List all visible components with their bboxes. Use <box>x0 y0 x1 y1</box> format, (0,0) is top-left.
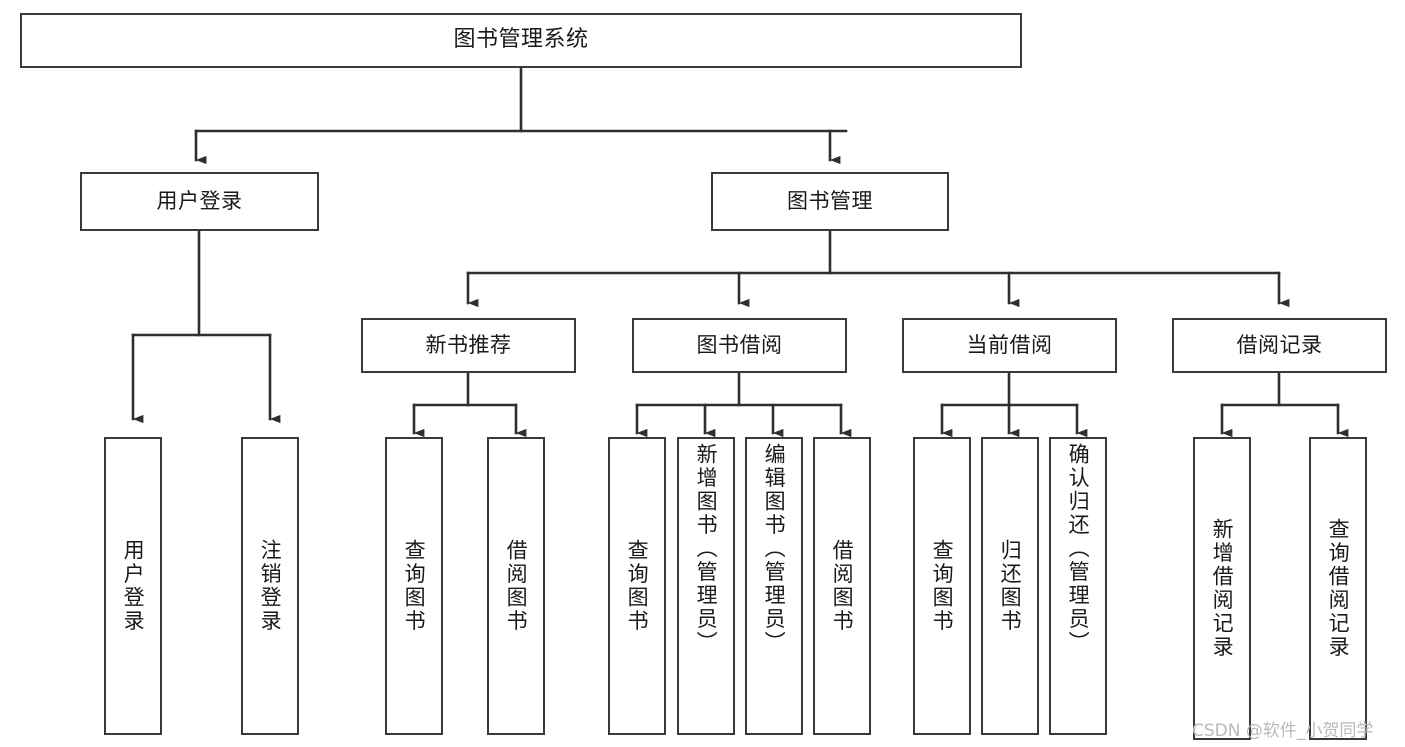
node-book-borrow-label: 图书借阅 <box>696 332 783 357</box>
node-borrow-records-label: 借阅记录 <box>1236 332 1323 357</box>
node-leaf-newbook-borrow-label: 借阅图书 <box>504 539 529 633</box>
node-leaf-borrow-borrow[interactable]: 借阅图书 <box>813 437 871 735</box>
node-leaf-borrow-add[interactable]: 新增图书（管理员） <box>677 437 735 735</box>
node-current-borrow-label: 当前借阅 <box>966 332 1053 357</box>
node-leaf-borrow-edit-label: 编辑图书（管理员） <box>762 443 787 655</box>
node-leaf-current-confirm[interactable]: 确认归还（管理员） <box>1049 437 1107 735</box>
node-leaf-user-logout-label: 注销登录 <box>258 539 283 633</box>
node-leaf-current-query-label: 查询图书 <box>930 539 955 633</box>
node-leaf-borrow-add-label: 新增图书（管理员） <box>694 443 719 655</box>
node-new-book-recommend-label: 新书推荐 <box>425 332 512 357</box>
node-leaf-newbook-query[interactable]: 查询图书 <box>385 437 443 735</box>
node-leaf-current-confirm-label: 确认归还（管理员） <box>1066 443 1091 655</box>
node-leaf-current-query[interactable]: 查询图书 <box>913 437 971 735</box>
node-book-borrow[interactable]: 图书借阅 <box>632 318 847 373</box>
node-leaf-record-query[interactable]: 查询借阅记录 <box>1309 437 1367 740</box>
node-leaf-current-return-label: 归还图书 <box>998 539 1023 633</box>
node-user-login[interactable]: 用户登录 <box>80 172 319 231</box>
node-leaf-newbook-borrow[interactable]: 借阅图书 <box>487 437 545 735</box>
node-leaf-record-add[interactable]: 新增借阅记录 <box>1193 437 1251 740</box>
node-root-label: 图书管理系统 <box>453 27 589 53</box>
node-leaf-record-query-label: 查询借阅记录 <box>1326 518 1351 659</box>
node-borrow-records[interactable]: 借阅记录 <box>1172 318 1387 373</box>
watermark: CSDN @软件_小贺同学 <box>1192 721 1374 741</box>
node-book-management[interactable]: 图书管理 <box>711 172 949 231</box>
node-leaf-user-login-label: 用户登录 <box>121 539 146 633</box>
node-leaf-borrow-borrow-label: 借阅图书 <box>830 539 855 633</box>
node-leaf-record-add-label: 新增借阅记录 <box>1210 518 1235 659</box>
node-current-borrow[interactable]: 当前借阅 <box>902 318 1117 373</box>
node-root[interactable]: 图书管理系统 <box>20 13 1022 68</box>
node-leaf-user-login[interactable]: 用户登录 <box>104 437 162 735</box>
node-user-login-label: 用户登录 <box>156 188 243 213</box>
node-new-book-recommend[interactable]: 新书推荐 <box>361 318 576 373</box>
node-leaf-user-logout[interactable]: 注销登录 <box>241 437 299 735</box>
node-leaf-newbook-query-label: 查询图书 <box>402 539 427 633</box>
node-leaf-borrow-edit[interactable]: 编辑图书（管理员） <box>745 437 803 735</box>
node-leaf-borrow-query-label: 查询图书 <box>625 539 650 633</box>
node-book-management-label: 图书管理 <box>787 188 873 213</box>
node-leaf-current-return[interactable]: 归还图书 <box>981 437 1039 735</box>
node-leaf-borrow-query[interactable]: 查询图书 <box>608 437 666 735</box>
